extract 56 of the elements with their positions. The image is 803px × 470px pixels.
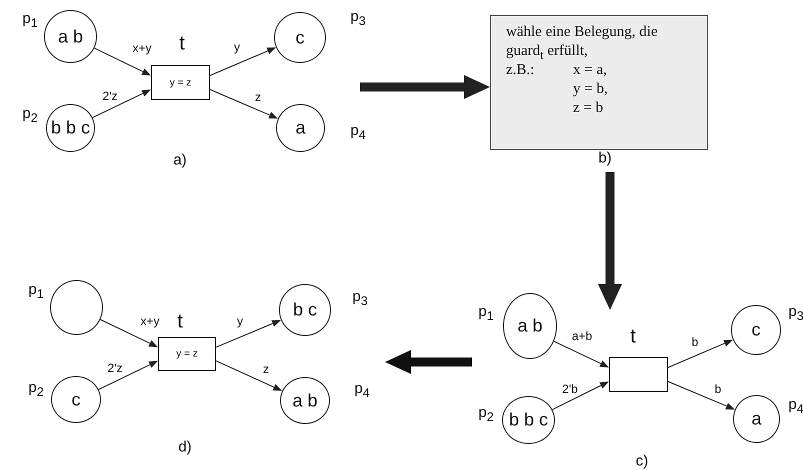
guard-text: y = z: [170, 77, 192, 88]
edge-label: 2'b: [561, 382, 579, 396]
token-text: b c: [293, 300, 317, 320]
transition-label: t: [177, 310, 183, 334]
edge-label: 2'z: [106, 361, 124, 375]
place-circle: [276, 104, 325, 152]
transition-box: [609, 357, 668, 392]
place-label: p$_{4}$: [350, 122, 366, 142]
transition-box: [158, 337, 216, 371]
transition-box: [151, 65, 210, 100]
panel-label: b): [598, 150, 612, 166]
place-circle: [51, 376, 101, 423]
token-text: c: [752, 320, 760, 340]
edge-label: b: [690, 335, 700, 349]
edge-label: 2'z: [102, 89, 118, 103]
place-circle: [280, 377, 330, 424]
token-text: a: [752, 408, 762, 430]
edge-label: b: [714, 382, 722, 396]
place-label: p$_{3}$: [350, 8, 366, 28]
place-label: p$_{2}$: [22, 105, 38, 125]
place-circle: [502, 396, 555, 444]
place-circle: [46, 104, 95, 152]
transition-label: t: [179, 32, 185, 56]
token-text: a b: [292, 390, 318, 411]
place-label: p$_{4}$: [354, 380, 370, 400]
token-text: a b: [517, 316, 543, 336]
place-label: p$_{4}$: [788, 396, 803, 416]
note-box: [490, 15, 708, 150]
place-label: p$_{1}$: [22, 10, 38, 30]
token-text: b b c: [50, 118, 90, 138]
place-circle: [731, 305, 781, 355]
place-label: p$_{1}$: [478, 303, 494, 323]
panel-label: d): [178, 438, 192, 456]
place-label: p$_{3}$: [352, 288, 368, 308]
guard-text: y = z: [176, 348, 198, 360]
place-label: p$_{2}$: [28, 379, 44, 399]
place-circle: [44, 10, 97, 63]
token-text: b b c: [508, 410, 548, 430]
note-text: x = a, y = b, z = b: [573, 61, 609, 118]
place-circle: [279, 284, 331, 336]
transition-label: t: [630, 326, 636, 348]
place-circle: [50, 280, 103, 335]
place-circle: [733, 395, 780, 443]
token-text: a: [296, 118, 306, 138]
place-label: p$_{2}$: [478, 404, 494, 424]
place-circle: [274, 12, 326, 63]
note-text: z.B.:: [506, 61, 534, 80]
token-text: a b: [58, 26, 84, 47]
place-circle: [503, 293, 557, 359]
token-text: c: [72, 389, 80, 410]
token-text: c: [296, 27, 304, 48]
panel-label: c): [636, 452, 648, 470]
place-label: p$_{3}$: [788, 303, 803, 323]
edge-label: a+b: [570, 329, 594, 343]
place-label: p$_{1}$: [28, 281, 44, 301]
panel-label: a): [173, 152, 187, 168]
